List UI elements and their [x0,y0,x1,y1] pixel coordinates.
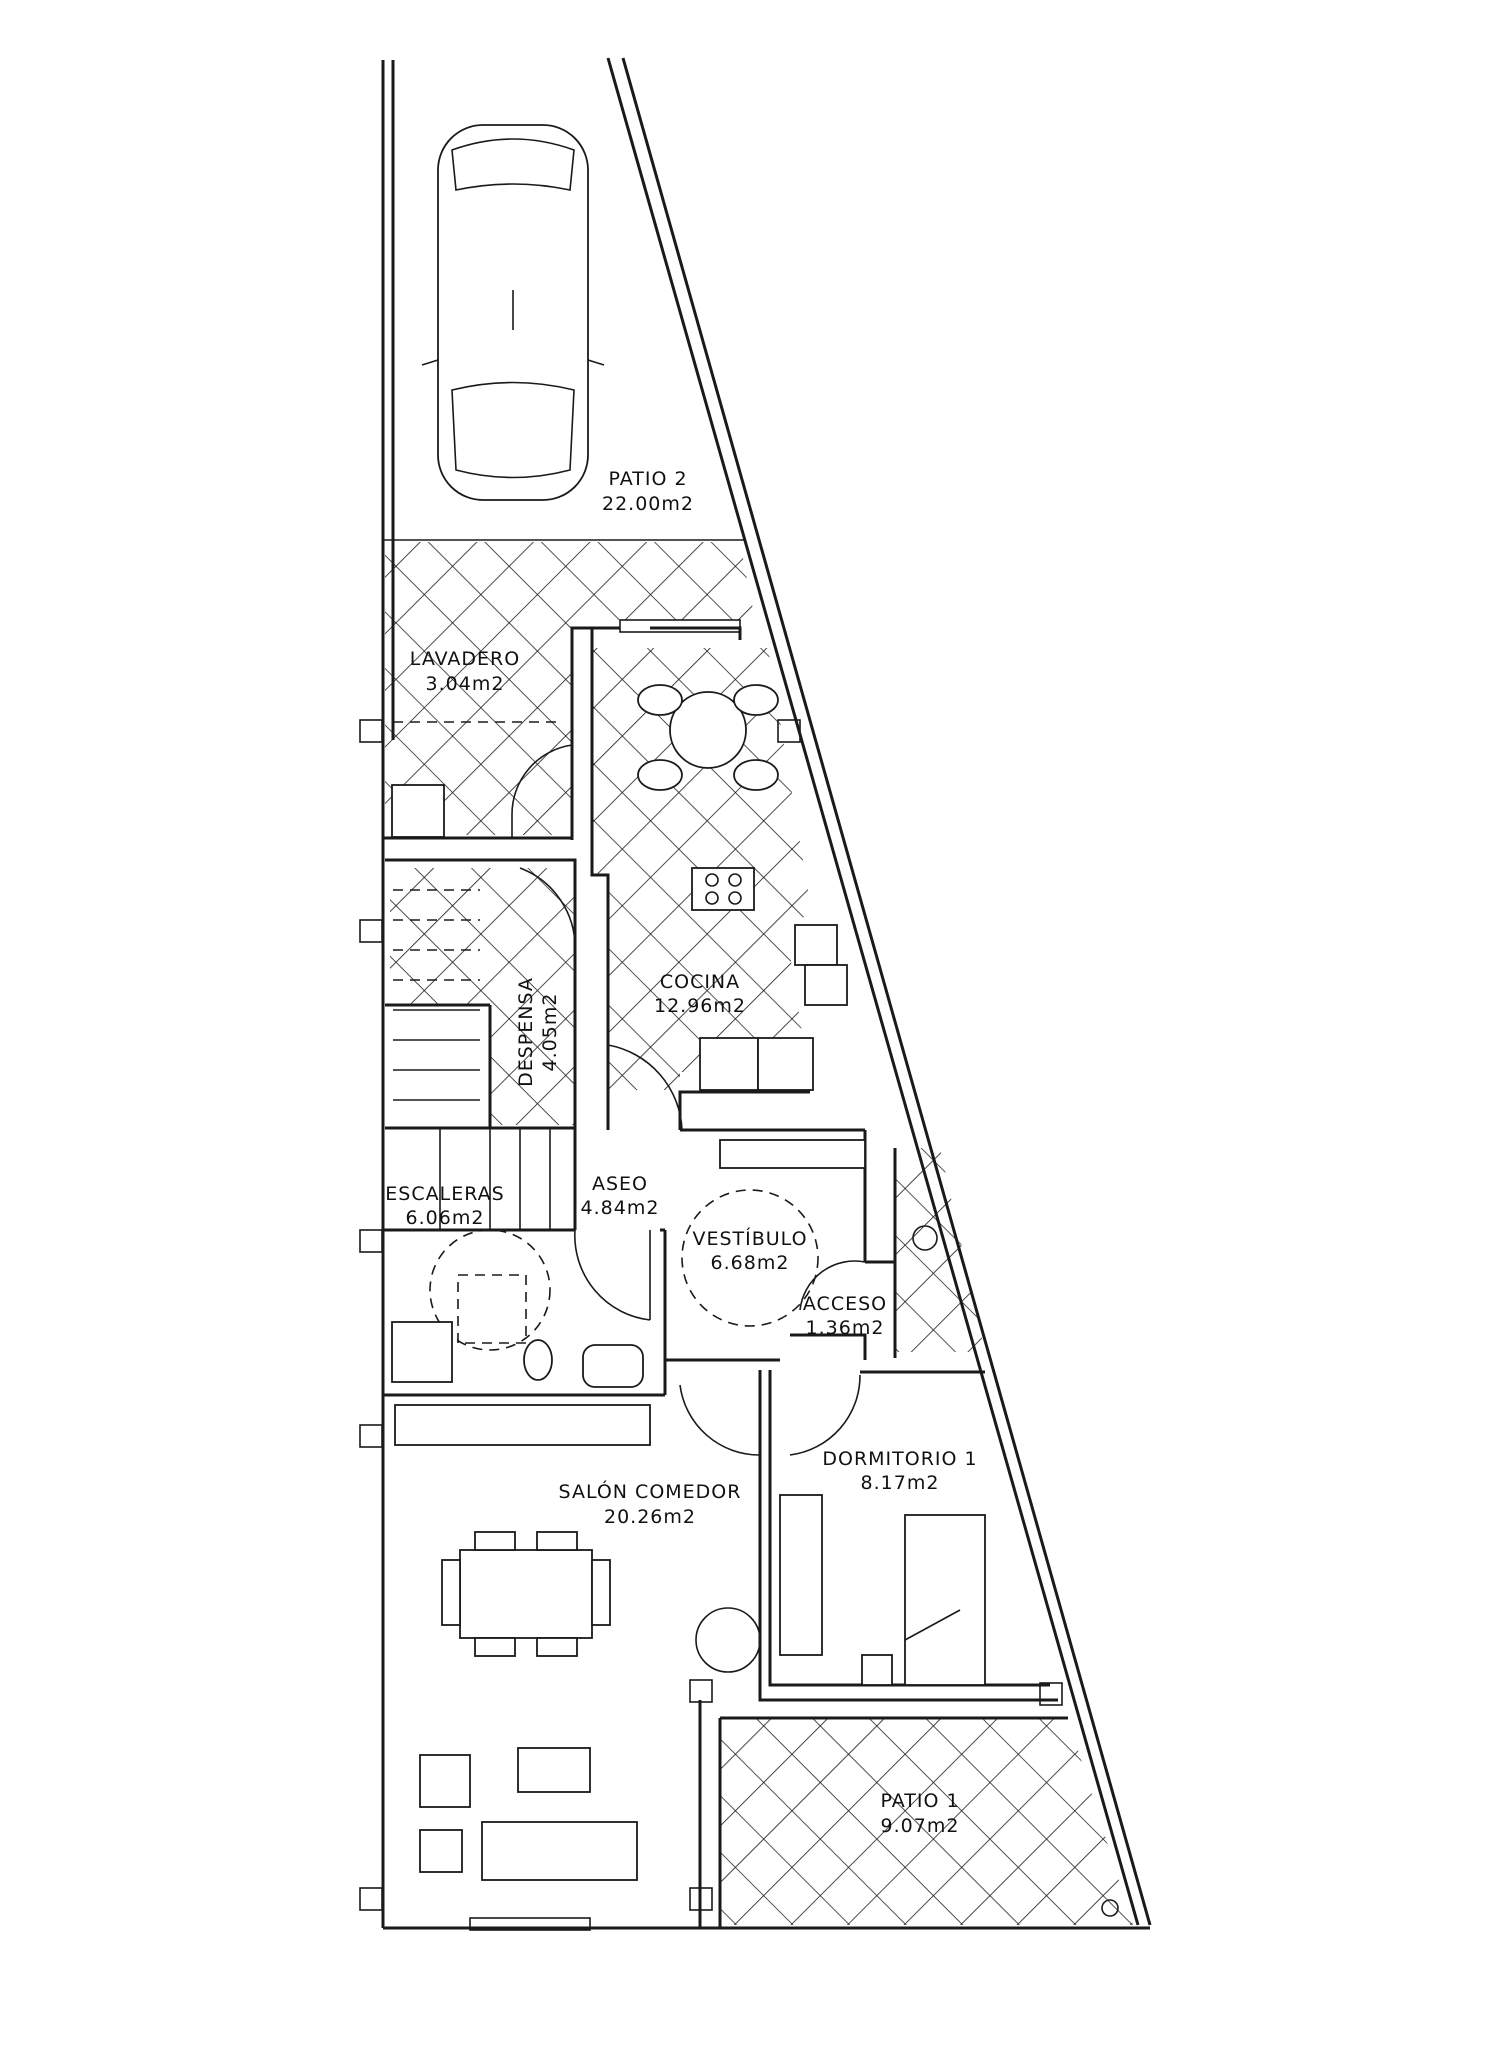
label-lavadero-name: LAVADERO [410,648,520,670]
label-cocina-name: COCINA [660,971,740,993]
stair-steps [393,889,551,1230]
label-aseo-name: ASEO [592,1173,648,1195]
bedroom-furniture [779,1494,986,1686]
lavadero-stairs [391,721,560,1230]
kitchen-furniture [637,684,866,1169]
label-escaleras-name: ESCALERAS [385,1183,504,1205]
label-salon-area: 20.26m2 [604,1506,696,1528]
hatch-patio1 [720,1718,1133,1925]
label-lavadero-area: 3.04m2 [426,673,505,695]
label-patio1-name: PATIO 1 [880,1790,959,1812]
label-dormitorio-name: DORMITORIO 1 [822,1448,977,1470]
label-aseo-area: 4.84m2 [581,1197,660,1219]
label-vestibulo-area: 6.68m2 [711,1252,790,1274]
hatch-lavadero-strip [385,542,755,835]
label-patio2-area: 22.00m2 [602,493,694,515]
hatch-despensa [390,868,575,1125]
label-vestibulo-name: VESTÍBULO [692,1227,807,1250]
room-labels: PATIO 2 22.00m2 LAVADERO 3.04m2 COCINA 1… [385,468,977,1837]
label-escaleras-area: 6.06m2 [406,1207,485,1229]
label-patio1-area: 9.07m2 [881,1815,960,1837]
hatch-acceso-side [896,1148,985,1352]
label-acceso-name: ACCESO [803,1293,887,1315]
interior-walls [383,619,1068,1931]
label-acceso-area: 1.36m2 [806,1317,885,1339]
label-cocina-area: 12.96m2 [654,995,746,1017]
label-despensa-area: 4.05m2 [539,993,561,1072]
salon-furniture [394,1404,761,1881]
label-despensa-name: DESPENSA [515,977,537,1087]
label-patio2-name: PATIO 2 [608,468,687,490]
label-salon-name: SALÓN COMEDOR [559,1479,742,1503]
label-dormitorio-area: 8.17m2 [861,1472,940,1494]
car [421,124,605,501]
markers [359,719,1119,1917]
tiled-areas [385,542,1133,1925]
doors [511,744,866,1456]
outer-walls [381,57,1152,1930]
bathroom-fixtures [391,1189,819,1388]
